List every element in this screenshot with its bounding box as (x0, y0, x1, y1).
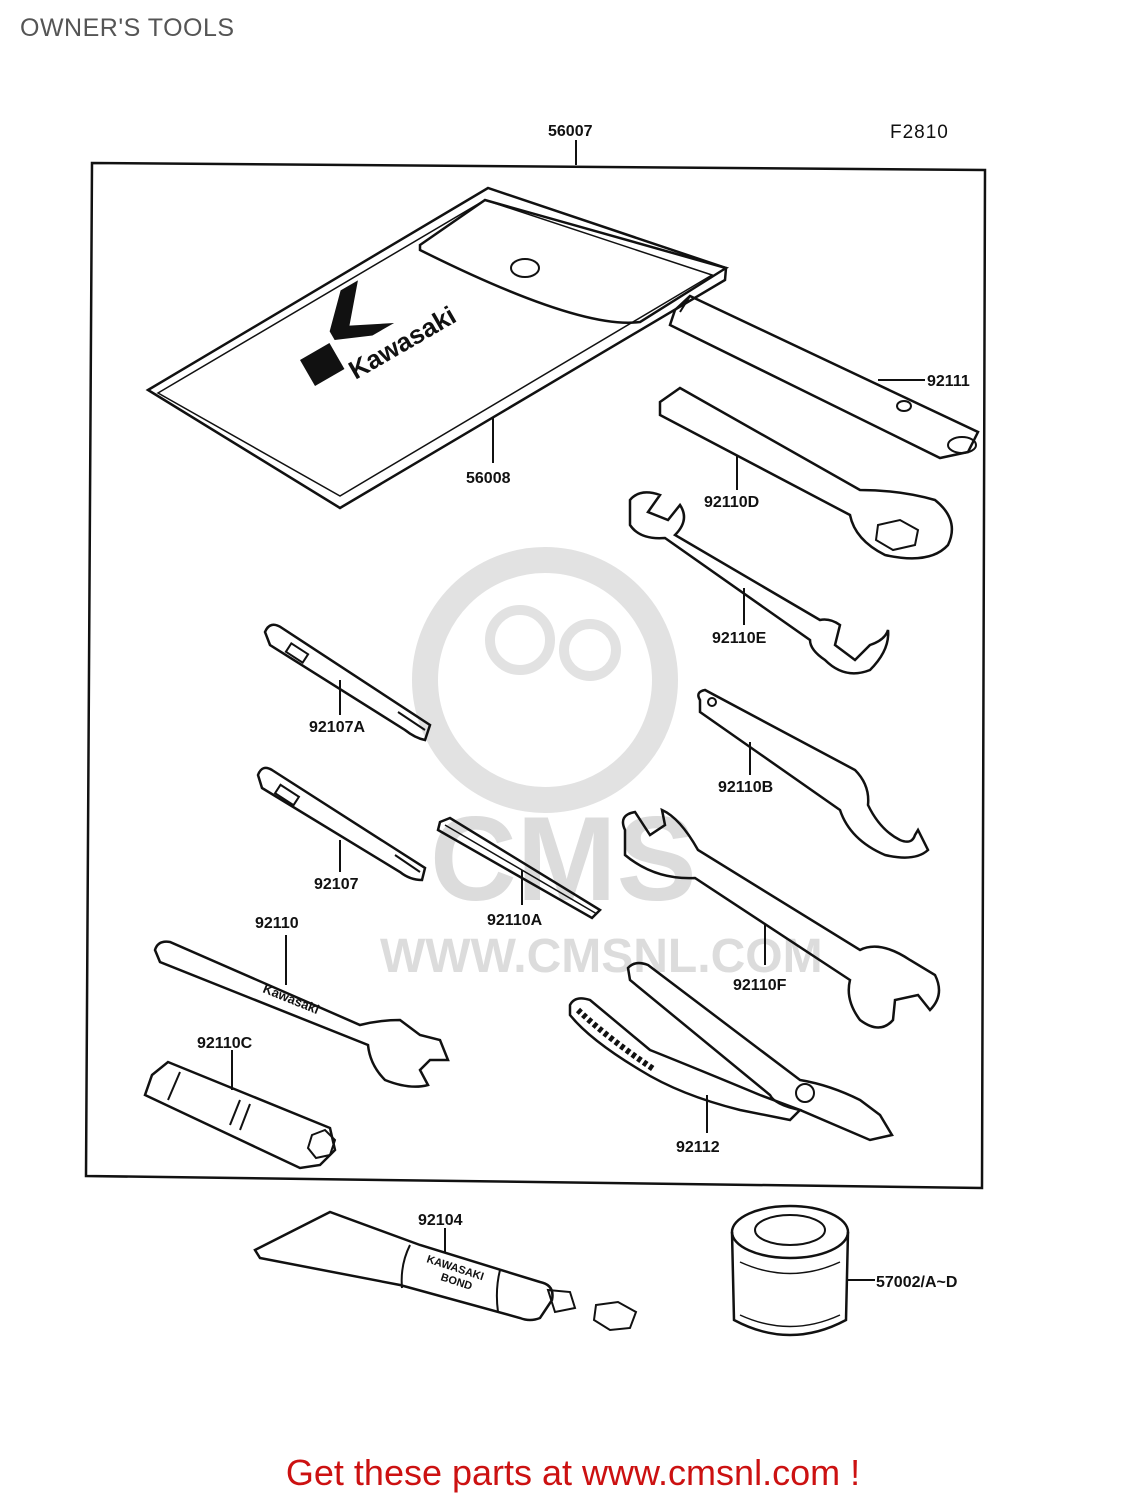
tool-57002 (730, 1204, 850, 1337)
watermark-logo: CMS (430, 792, 697, 926)
tool-92110B (697, 688, 930, 859)
label-92110C: 92110C (197, 1035, 253, 1052)
footer-link[interactable]: Get these parts at www.cmsnl.com ! (285, 1452, 861, 1493)
label-92110F: 92110F (733, 977, 787, 994)
tool-92110D (658, 386, 954, 560)
label-92112: 92112 (676, 1139, 720, 1156)
label-92104: 92104 (418, 1212, 463, 1229)
tool-92110C (143, 1060, 337, 1170)
parts-diagram: CMS WWW.CMSNL.COM 56007 Kawasaki 56008 9… (84, 123, 987, 1337)
tool-92110A (436, 816, 603, 920)
label-56007: 56007 (548, 123, 593, 140)
tool-92107A (263, 623, 432, 742)
tool-92110E (628, 491, 890, 675)
tool-92112 (568, 961, 894, 1142)
label-92110B: 92110B (718, 779, 773, 796)
label-92110E: 92110E (712, 630, 767, 647)
tool-92110F (621, 807, 941, 1029)
watermark: CMS WWW.CMSNL.COM (380, 547, 823, 983)
label-92110D: 92110D (704, 494, 759, 511)
label-56008: 56008 (466, 470, 511, 487)
svg-text:Kawasaki: Kawasaki (261, 981, 322, 1017)
label-92111: 92111 (927, 373, 970, 390)
label-92107: 92107 (314, 876, 359, 893)
label-92110A: 92110A (487, 912, 543, 929)
tool-92107 (256, 766, 427, 882)
kit-outline (84, 161, 987, 1190)
label-92110: 92110 (255, 915, 299, 932)
page-title: OWNER'S TOOLS (20, 14, 235, 42)
watermark-text: WWW.CMSNL.COM (380, 930, 823, 983)
figure-code: F2810 (890, 122, 949, 143)
label-92107A: 92107A (309, 719, 365, 736)
tool-pouch: Kawasaki (145, 186, 730, 510)
label-57002: 57002/A~D (876, 1274, 957, 1291)
tool-92111 (668, 294, 980, 460)
pouch-brand: Kawasaki (343, 300, 461, 385)
